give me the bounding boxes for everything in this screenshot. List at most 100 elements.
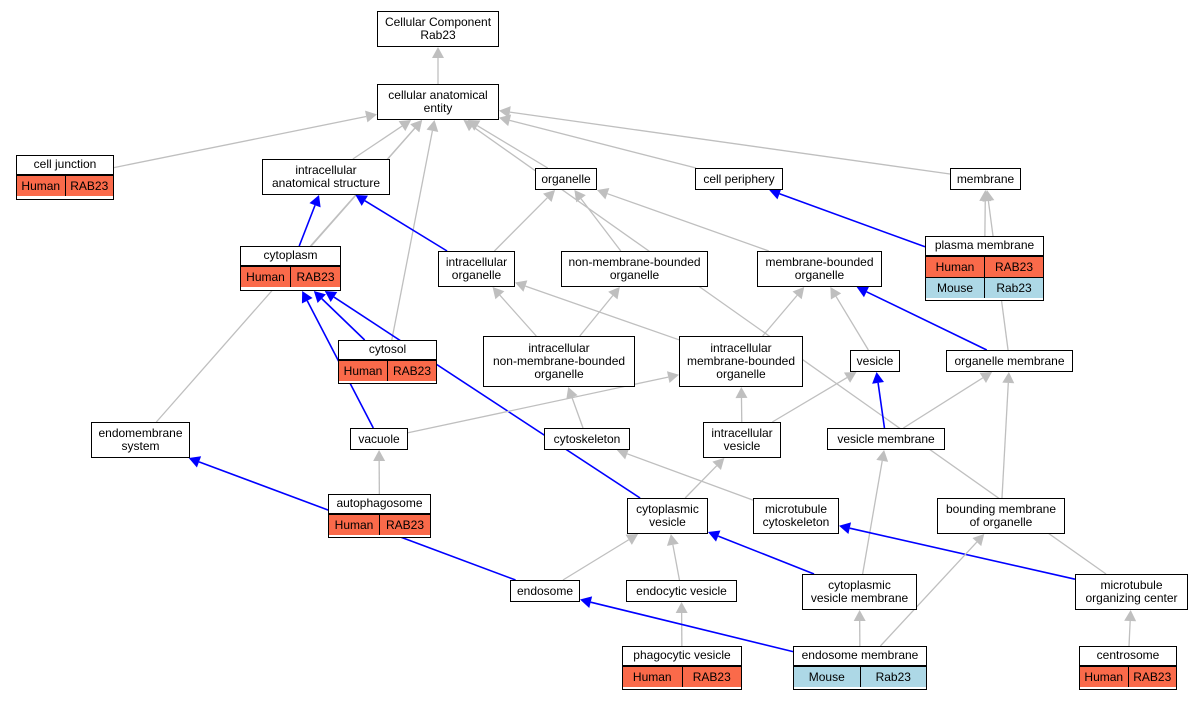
term-node-vesmembrane[interactable]: vesicle membrane [827,428,945,450]
term-label: cell periphery [703,171,775,186]
annotation-row: Mouse Rab23 [794,666,926,687]
edge-plasmamembrane-to-cellperiphery [779,193,926,248]
edge-endocytic-to-cytovesicle [672,544,681,581]
arrowhead [188,456,202,468]
term-label: intracellular non-membrane-bounded organ… [492,341,626,381]
gene-cell: RAB23 [681,667,742,687]
arrowhead [735,387,748,399]
arrowhead [666,371,679,383]
term-label: vesicle [856,353,894,368]
term-node-boundmembrane[interactable]: bounding membrane of organelle [937,498,1065,534]
term-label: intracellular membrane-bounded organelle [686,341,796,381]
gene-cell: RAB23 [64,176,114,196]
gene-cell: RAB23 [290,267,340,287]
gene-cell: Rab23 [859,667,927,687]
term-node-endocytic[interactable]: endocytic vesicle [626,580,737,602]
term-node-inmbo[interactable]: intracellular non-membrane-bounded organ… [483,336,635,387]
arrowhead [972,534,985,547]
edge-intravesicle-to-vesicle [771,377,848,423]
edge-endosomemembrane-to-endosome [590,601,794,653]
term-node-endomembrane[interactable]: endomembrane system [91,422,190,458]
term-node-cellperiphery[interactable]: cell periphery [695,168,783,190]
edge-cytosol-to-cae [391,130,434,341]
arrowhead [574,190,586,203]
arrowhead [355,195,368,206]
edge-mtoc-to-mtcytoskeleton [849,527,1076,580]
edge-centrosome-to-mtoc [1128,620,1131,647]
term-label: membrane-bounded organelle [765,255,874,282]
term-label: endosome [516,583,574,598]
edge-mbo-to-organelle [607,193,770,252]
term-label: organelle [541,171,591,186]
species-cell: Human [334,517,374,532]
term-node-intraorg[interactable]: intracellular organelle [438,251,515,287]
term-node-ias[interactable]: intracellular anatomical structure [262,159,390,195]
term-node-intravesicle[interactable]: intracellular vesicle [703,422,781,458]
term-node-cvm[interactable]: cytoplasmic vesicle membrane [802,574,917,610]
arrowhead [853,610,866,622]
arrowhead [301,291,313,304]
gene-cell: RAB23 [387,361,436,381]
term-label: endocytic vesicle [636,583,727,598]
arrowhead [309,195,321,208]
term-node-cae[interactable]: cellular anatomical entity [377,84,499,120]
arrowhead [1002,372,1015,384]
term-node-cytovesicle[interactable]: cytoplasmic vesicle [627,498,708,534]
edge-celljunction-to-cae [113,115,367,169]
term-node-mbo[interactable]: membrane-bounded organelle [757,251,882,287]
term-node-imbo[interactable]: intracellular membrane-bounded organelle [679,336,803,387]
term-node-endosome[interactable]: endosome [510,580,580,602]
edge-vesmembrane-to-vesicle [877,382,886,429]
term-node-mtcytoskeleton[interactable]: microtubule cytoskeleton [753,498,839,534]
edge-boundmembrane-to-orgmembrane [1001,382,1009,499]
edge-cytovesicle-to-intravesicle [684,465,718,499]
edge-imbo-to-intraorg [525,285,680,341]
arrowhead [566,387,578,400]
term-node-cytoskeleton[interactable]: cytoskeleton [544,428,630,450]
term-node-orgmembrane[interactable]: organelle membrane [946,350,1073,372]
edge-imbo-to-mbo [762,294,798,337]
arrowhead [830,287,842,300]
term-label: autophagosome [329,495,430,514]
arrowhead [410,120,423,133]
term-node-mtoc[interactable]: microtubule organizing center [1075,574,1188,610]
term-label: non-membrane-bounded organelle [568,255,701,282]
edge-cytosol-to-cytoplasm [321,298,366,341]
edge-cellperiphery-to-cae [509,119,697,169]
term-label: bounding membrane of organelle [945,502,1057,529]
arrowhead [1124,610,1137,622]
edge-vesmembrane-to-orgmembrane [903,377,984,429]
gene-cell: RAB23 [379,515,430,535]
arrowhead [324,291,338,303]
edge-orgmembrane-to-mbo [866,291,988,351]
term-label: microtubule organizing center [1085,578,1178,605]
term-node-vacuole[interactable]: vacuole [350,428,408,450]
annotation-row: Human RAB23 [329,514,430,535]
arrowhead [499,106,511,119]
species-cell: Mouse [808,669,845,684]
term-node-root[interactable]: Cellular Component Rab23 [377,11,499,47]
term-node-nmbo[interactable]: non-membrane-bounded organelle [561,251,708,287]
edge-cvm-to-cytovesicle [717,535,815,575]
term-node-organelle[interactable]: organelle [535,168,597,190]
species-cell: Human [935,259,975,274]
arrowhead [596,188,610,200]
term-label: membrane [956,171,1015,186]
term-label: intracellular vesicle [711,426,773,453]
term-label: cytoplasmic vesicle membrane [810,578,909,605]
term-label: intracellular anatomical structure [271,163,381,190]
arrowhead [769,188,782,200]
term-node-vesicle[interactable]: vesicle [850,350,900,372]
term-node-membrane[interactable]: membrane [950,168,1021,190]
arrowhead [708,530,721,542]
